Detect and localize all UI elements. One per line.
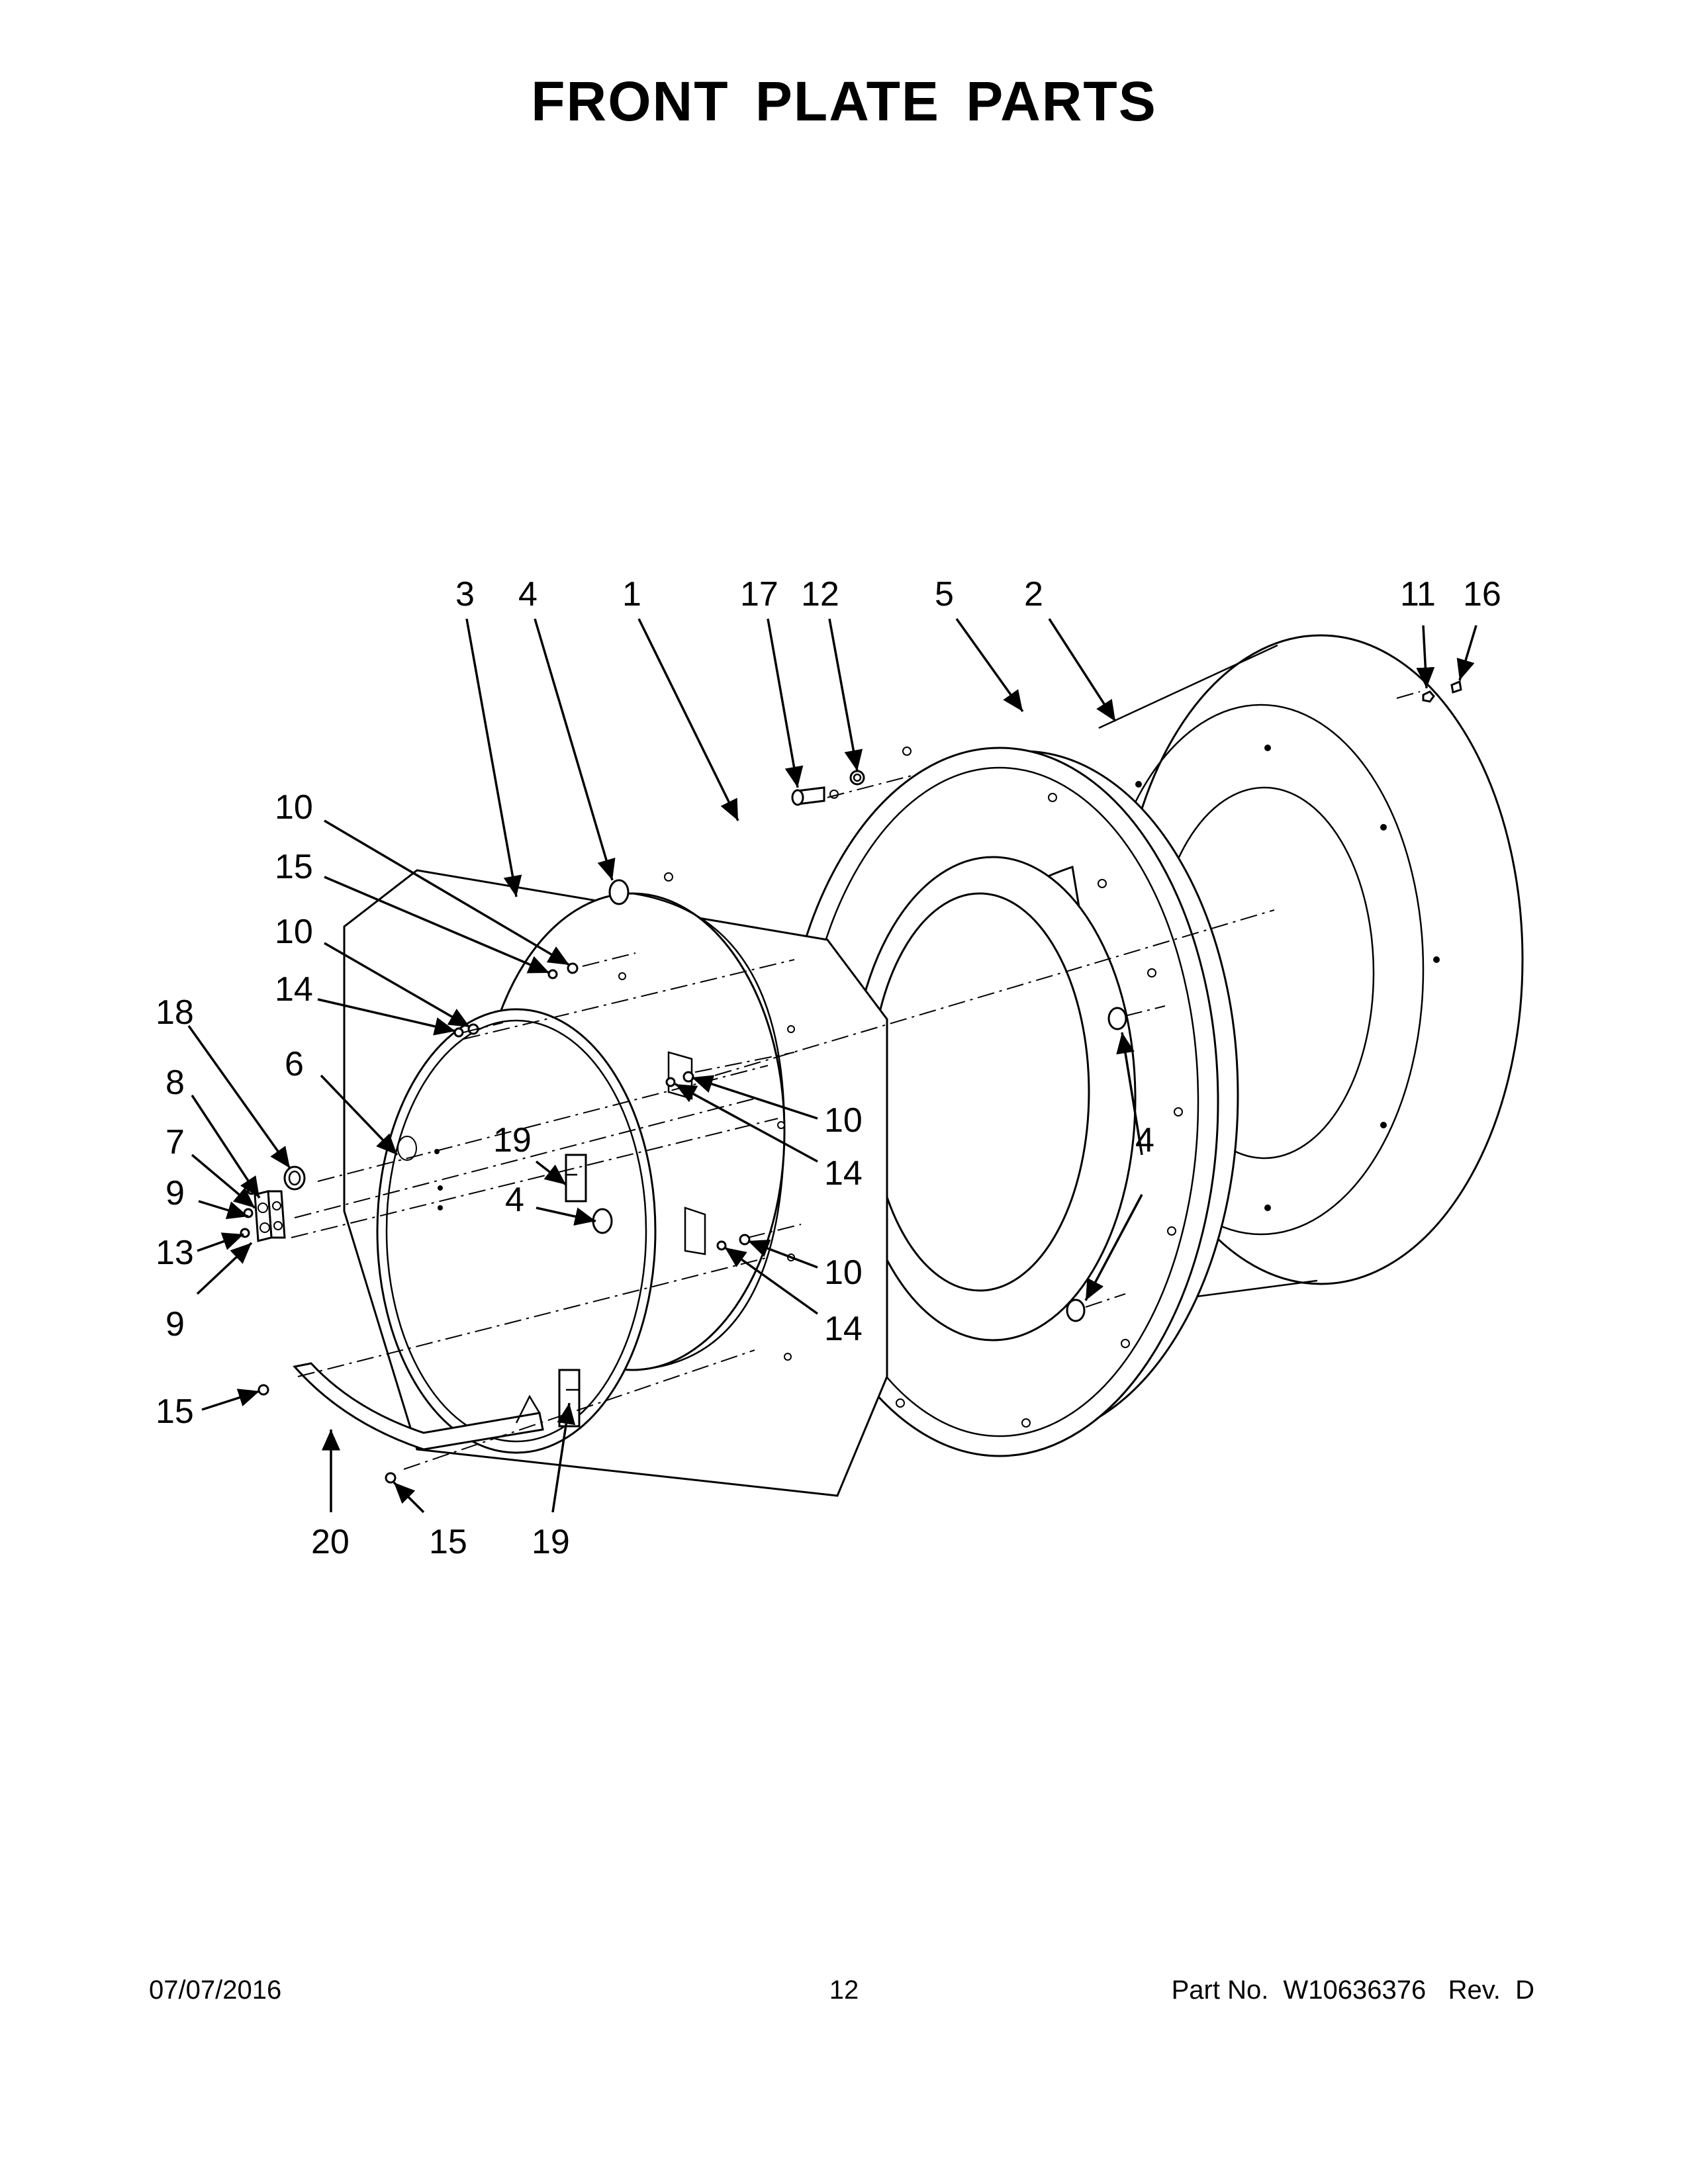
- callout-1: 1: [622, 575, 641, 614]
- page-title: FRONT PLATE PARTS: [531, 70, 1157, 132]
- callout-11: 11: [1400, 575, 1436, 614]
- callout-19: 19: [532, 1523, 570, 1561]
- callout-6: 6: [285, 1045, 304, 1083]
- callout-9: 9: [165, 1174, 185, 1212]
- part-6-door-ring: [376, 1008, 657, 1454]
- footer-page-number: 12: [829, 1976, 859, 2005]
- callout-4: 4: [1135, 1121, 1154, 1160]
- callout-20: 20: [311, 1523, 350, 1561]
- footer-part-number: Part No. W10636376 Rev. D: [1171, 1976, 1534, 2005]
- callout-10: 10: [275, 788, 313, 827]
- callout-10: 10: [824, 1253, 863, 1292]
- part-20-bottom-trim: [293, 1362, 544, 1451]
- callout-3: 3: [455, 575, 475, 614]
- part-8-hinge: [254, 1190, 286, 1242]
- callout-leader-lines: [187, 617, 1477, 1514]
- callout-10: 10: [824, 1101, 863, 1140]
- assembly-center-lines: [291, 691, 1421, 1470]
- footer-date: 07/07/2016: [149, 1976, 282, 2005]
- callout-4: 4: [518, 575, 538, 614]
- callout-4: 4: [505, 1181, 524, 1219]
- callout-13: 13: [156, 1234, 194, 1272]
- hardware-screws-and-pins: [240, 680, 1462, 1484]
- callout-14: 14: [824, 1154, 863, 1193]
- callout-19: 19: [493, 1121, 532, 1160]
- callout-12: 12: [801, 575, 839, 614]
- callout-17: 17: [740, 575, 778, 614]
- callout-2: 2: [1024, 575, 1043, 614]
- callout-8: 8: [165, 1064, 185, 1102]
- callout-labels: 3 4 1 17 12 5 2 11 16 10 15 10 14 18 6 8…: [156, 575, 1501, 1561]
- callout-16: 16: [1463, 575, 1501, 614]
- callout-9: 9: [165, 1305, 185, 1343]
- callout-15: 15: [429, 1523, 467, 1561]
- part-1-front-bulkhead: [664, 747, 1219, 1457]
- callout-15: 15: [275, 848, 313, 886]
- callout-14: 14: [824, 1310, 863, 1348]
- callout-18: 18: [156, 993, 194, 1032]
- callout-5: 5: [935, 575, 954, 614]
- part-18-bushing: [283, 1165, 306, 1191]
- callout-10: 10: [275, 913, 313, 951]
- callout-14: 14: [275, 970, 313, 1009]
- callout-15: 15: [156, 1392, 194, 1431]
- callout-7: 7: [165, 1123, 185, 1161]
